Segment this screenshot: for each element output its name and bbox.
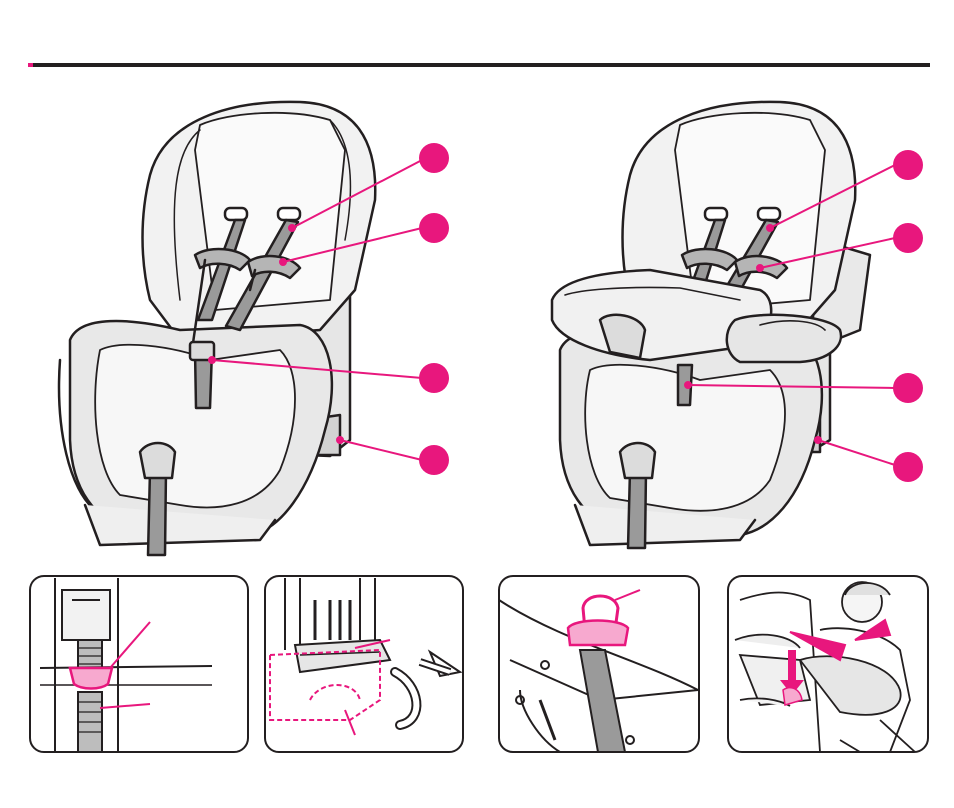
callout-dot [419, 363, 449, 393]
callout-dot [419, 143, 449, 173]
child-buckling-detail [728, 576, 928, 752]
callout-dot [893, 223, 923, 253]
harness-adjuster-detail [30, 576, 248, 752]
car-seat-harness-illustration [59, 102, 375, 555]
callout-dot [419, 213, 449, 243]
car-seat-shield-illustration [552, 102, 870, 548]
callout-dot [893, 150, 923, 180]
callout-dot [893, 373, 923, 403]
chest-clip-strap-detail [499, 576, 699, 752]
recline-handle-detail [265, 576, 463, 752]
callout-dot [419, 445, 449, 475]
callout-dot [893, 452, 923, 482]
